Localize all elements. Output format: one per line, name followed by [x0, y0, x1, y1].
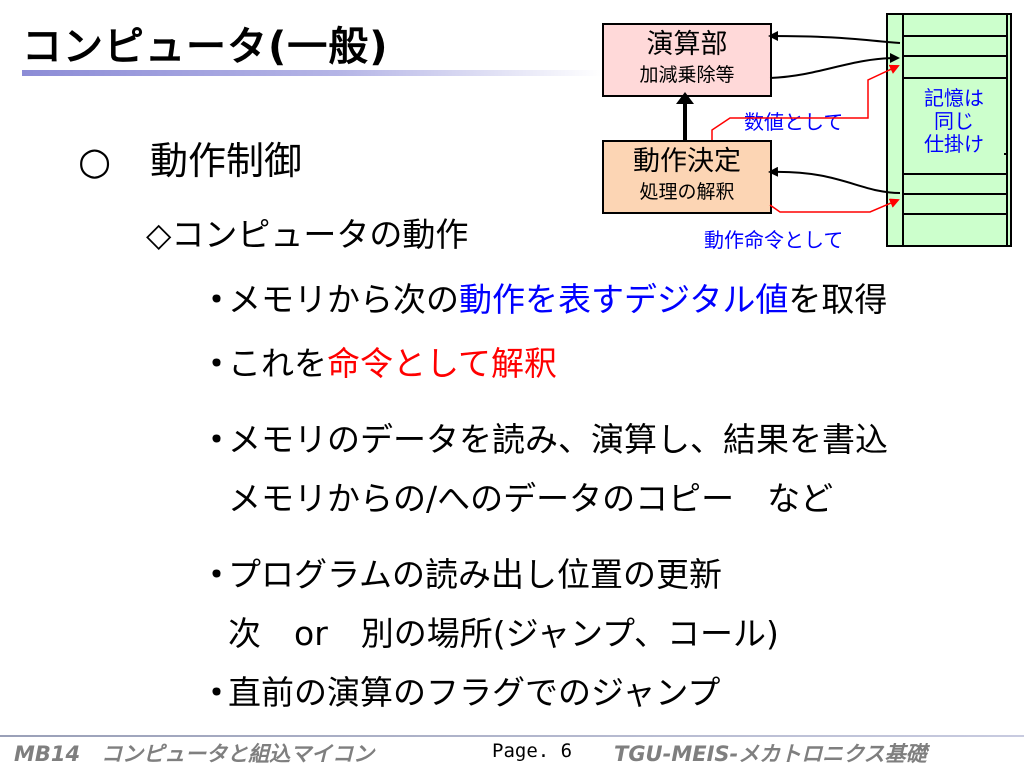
memory-block: 記憶は 同じ 仕掛け [886, 13, 1012, 247]
memory-label: 記憶は 同じ 仕掛け [904, 87, 1004, 156]
control-box: 動作決定 処理の解釈 [602, 140, 772, 214]
footer-rule [0, 735, 1024, 737]
label-as-command: 動作命令として [704, 228, 844, 252]
page-number: Page. 6 [492, 740, 573, 762]
label-as-value: 数値として [744, 110, 844, 134]
bullet-item: ・メモリから次の動作を表すデジタル値を取得 [200, 280, 888, 319]
bullet-continuation: 次 or 別の場所(ジャンプ、コール) [228, 614, 779, 653]
bullet-item: ・メモリのデータを読み、演算し、結果を書込 [200, 420, 888, 459]
footer-org: TGU-MEIS-メカトロニクス基礎 [614, 742, 927, 766]
bullet-continuation: メモリからの/へのデータのコピー など [228, 479, 834, 518]
bullet-item: ・プログラムの読み出し位置の更新 [200, 555, 723, 594]
page-title: コンピュータ(一般) [22, 24, 389, 70]
footer-course: MB14 コンピュータと組込マイコン [14, 742, 375, 766]
bullet-item: ・これを命令として解釈 [200, 344, 558, 383]
title-underline [22, 70, 602, 76]
bullet-item: ・直前の演算のフラグでのジャンプ [200, 673, 721, 712]
highlight-red: 命令として解釈 [327, 344, 558, 383]
section-heading: ○ 動作制御 [78, 130, 302, 185]
circle-mark: ○ [78, 139, 112, 183]
subheading: ◇コンピュータの動作 [146, 215, 469, 254]
heading-text: 動作制御 [150, 139, 303, 183]
highlight-blue: 動作を表すデジタル値 [459, 280, 789, 319]
